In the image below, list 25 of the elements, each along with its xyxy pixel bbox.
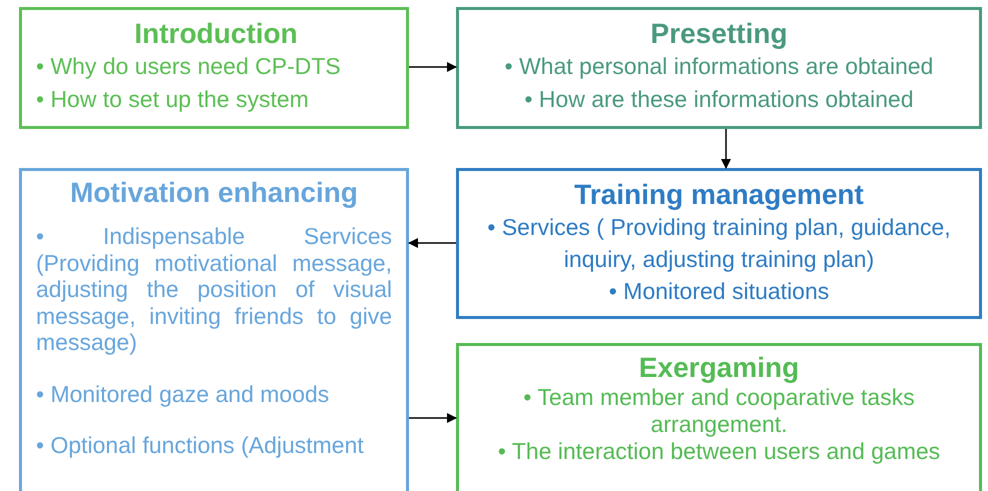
bullet-text: • Team member and cooparative tasks arrangement.: [522, 384, 916, 438]
bullet-text: • The interaction between users and games: [496, 438, 942, 465]
topic-box: [456, 343, 982, 491]
bullet-text: • Indispensable Services (Providing motivational message, adjusting the position of visual message, inviting friends to give message): [36, 223, 392, 356]
arrow: [408, 238, 456, 248]
topic-box: [19, 7, 409, 129]
box-heading: Training management: [573, 179, 865, 211]
box-heading: Introduction: [133, 18, 299, 50]
bullet-text: • How to set up the system: [36, 85, 310, 114]
arrow: [409, 62, 457, 72]
topic-box: [456, 168, 982, 319]
box-heading: Presetting: [650, 18, 788, 50]
bullet-text: • How are these informations obtained: [523, 85, 915, 114]
bullet-text: • Services ( Providing training plan, guidance, inquiry, adjusting training plan): [486, 213, 952, 274]
topic-box: [456, 7, 982, 129]
bullet-text: • Monitored situations: [608, 277, 830, 306]
box-heading: Motivation enhancing: [69, 177, 359, 209]
bullet-text: • Monitored gaze and moods: [36, 380, 330, 407]
topic-box: [19, 168, 409, 491]
box-heading: Exergaming: [638, 352, 800, 384]
arrow: [721, 129, 731, 169]
bullet-text: • What personal informations are obtained: [504, 52, 934, 81]
arrow: [409, 413, 457, 423]
bullet-text: • Optional functions (Adjustment: [36, 432, 365, 458]
bullet-text: • Why do users need CP-DTS: [36, 52, 342, 81]
